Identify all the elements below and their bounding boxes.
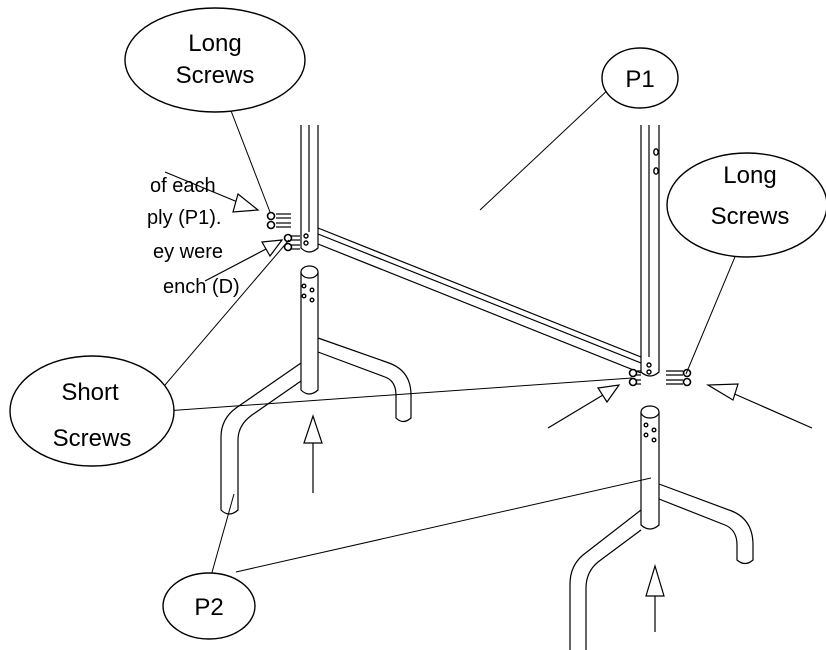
arrow-icon	[705, 383, 739, 401]
instruction-text: of each ply (P1). ey were ench (D)	[147, 175, 240, 298]
instruction-line-4: ench (D)	[163, 276, 240, 298]
leader-lines	[164, 85, 738, 577]
callout-long-screws-right: Long Screws	[666, 152, 826, 258]
callout-label: P2	[194, 594, 223, 621]
callout-p2: P2	[162, 572, 256, 640]
arrow-icon	[303, 414, 323, 444]
short-screws-right	[628, 368, 641, 387]
right-base-leg-p2	[569, 405, 754, 650]
callout-label-line-1: Long	[188, 30, 241, 57]
instruction-line-1: of each	[150, 175, 216, 197]
arrow-icons	[164, 171, 813, 632]
callout-long-screws-left: Long Screws	[124, 7, 306, 113]
long-screws-left	[266, 211, 291, 230]
arrow-icon	[261, 239, 284, 258]
long-screws-right	[666, 368, 692, 387]
callout-label-line-2: Screws	[711, 203, 790, 230]
arrow-icon	[232, 192, 260, 213]
callout-short-screws: Short Screws	[9, 355, 175, 467]
callout-p1: P1	[601, 47, 679, 109]
left-base-leg-p2	[220, 265, 412, 515]
callout-label-line-2: Screws	[176, 62, 255, 89]
callout-label-line-1: Long	[723, 162, 776, 189]
arrow-icon	[596, 384, 621, 404]
callout-label-line-2: Screws	[53, 425, 132, 452]
instruction-line-2: ply (P1).	[147, 207, 221, 229]
upper-frame-p1	[300, 125, 660, 377]
callout-label-line-1: Short	[61, 379, 119, 406]
instruction-line-3: ey were	[153, 241, 223, 263]
callout-label: P1	[625, 66, 654, 93]
arrow-icon	[645, 563, 665, 597]
